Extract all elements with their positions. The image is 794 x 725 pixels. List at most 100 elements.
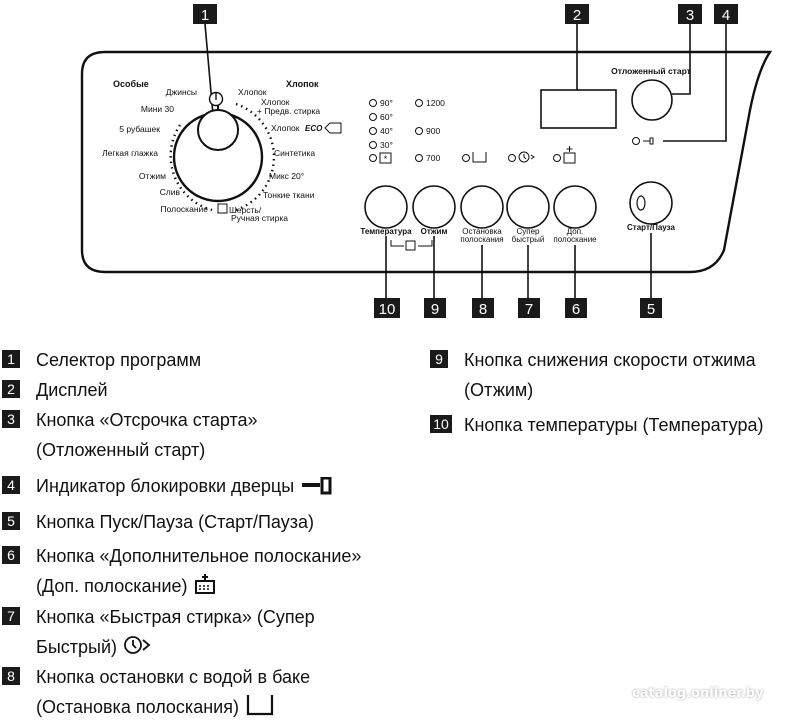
super-quick-label-2: быстрый: [512, 235, 545, 244]
program-rinse: Полоскание: [161, 204, 209, 214]
legend-num: 2: [2, 380, 20, 398]
rinse-hold-label-2: полоскания: [460, 235, 503, 244]
legend-line: Кнопка снижения скорости отжима: [464, 350, 756, 370]
rinse-hold-led: [462, 154, 470, 162]
legend-num: 5: [2, 512, 20, 530]
legend-text: Дисплей: [36, 380, 108, 400]
super-quick-label-1: Супер: [516, 227, 540, 236]
delay-start-label: Отложенный старт: [611, 66, 691, 76]
legend-item-6: 6 Кнопка «Дополнительное полоскание»(Доп.…: [2, 541, 361, 604]
legend-line: Кнопка остановки с водой в баке: [36, 667, 311, 687]
legend-item-4: 4 Индикатор блокировки дверцы: [2, 471, 334, 504]
legend-text: Кнопка «Дополнительное полоскание»(Доп. …: [36, 541, 361, 604]
temp-40: 40°: [380, 126, 393, 136]
control-panel-diagram: 1 2 3 4 Особые Хлопок Джинсы Мини 30 5 р…: [80, 4, 773, 318]
callout-1: 1: [201, 7, 209, 24]
spin-button-label: Отжим: [421, 227, 448, 236]
callout-4: 4: [722, 7, 730, 24]
rinse-hold-button[interactable]: [460, 185, 504, 229]
legend-text: Кнопка температуры (Температура): [464, 415, 764, 435]
legend-text: Индикатор блокировки дверцы: [36, 471, 334, 504]
temperature-button[interactable]: [364, 185, 408, 229]
door-lock-panel-icon: [643, 137, 654, 145]
callout-7: 7: [525, 301, 533, 318]
legend-line: Кнопка «Быстрая стирка» (Супер: [36, 607, 315, 627]
legend-item-2: 2 Дисплей: [2, 375, 108, 405]
door-lock-icon: [300, 474, 334, 504]
callout-7-box: [518, 298, 540, 318]
super-quick-button[interactable]: [506, 185, 550, 229]
callout-2: 2: [573, 7, 581, 24]
hand-wash-icon: [217, 203, 228, 214]
program-drain: Слив: [160, 187, 181, 197]
rinse-hold-indicator-icon: [472, 152, 487, 163]
program-jeans: Джинсы: [166, 87, 197, 97]
spin-900-led: [415, 127, 423, 135]
program-synthetics: Синтетика: [274, 148, 315, 158]
program-easy-iron: Легкая глажка: [102, 148, 158, 158]
callout-8-box: [472, 298, 494, 318]
callout-5-box: [640, 298, 662, 318]
callout-9-box: [424, 298, 446, 318]
spin-button[interactable]: [412, 185, 456, 229]
start-pause-lamp: [636, 195, 646, 211]
start-pause-button[interactable]: [629, 181, 673, 225]
spin-1200-led: [415, 99, 423, 107]
callout-3: 3: [686, 7, 694, 24]
legend-line: Индикатор блокировки дверцы: [36, 476, 295, 496]
child-lock-bracket: [390, 240, 433, 247]
rinse-hold-label-1: Остановка: [462, 227, 502, 236]
legend-text: Кнопка «Отсрочка старта»(Отложенный стар…: [36, 405, 258, 465]
program-delicates: Тонкие ткани: [263, 190, 315, 200]
legend-line: Быстрый): [36, 637, 117, 657]
extra-rinse-icon: [194, 573, 216, 604]
quick-wash-indicator-icon: [518, 151, 530, 163]
child-lock-icon: [405, 240, 416, 251]
legend-num: 1: [2, 350, 20, 368]
program-mix20: Микс 20°: [269, 171, 304, 181]
temp-60-led: [369, 113, 377, 121]
callout-2-box: [565, 4, 589, 24]
legend-line: (Отложенный старт): [36, 440, 206, 460]
program-shirts: 5 рубашек: [119, 124, 160, 134]
program-selector-knob[interactable]: [197, 109, 239, 151]
extra-rinse-label-2: полоскание: [553, 235, 597, 244]
panel-outline: [80, 50, 773, 274]
legend-text: Кнопка снижения скорости отжима(Отжим): [464, 345, 756, 405]
callout-4-box: [714, 4, 738, 24]
temp-90: 90°: [380, 98, 393, 108]
door-lock-led: [632, 137, 640, 145]
extra-rinse-button[interactable]: [553, 185, 597, 229]
extra-rinse-indicator-icon: [563, 152, 576, 164]
legend-text: Селектор программ: [36, 350, 202, 370]
program-prewash-1: Хлопок: [261, 97, 290, 107]
legend-num: 10: [430, 415, 452, 433]
start-pause-label: Старт/Пауза: [627, 223, 675, 232]
program-prewash-2: + Предв. стирка: [257, 106, 320, 116]
eco-label: ECO: [305, 124, 323, 133]
callout-3-leader: [672, 24, 691, 95]
callout-6: 6: [572, 301, 580, 318]
extra-rinse-led: [553, 154, 561, 162]
delay-start-button[interactable]: [631, 79, 673, 121]
watermark: catalog.onliner.by: [632, 686, 764, 701]
temp-60: 60°: [380, 112, 393, 122]
legend-num: 7: [2, 607, 20, 625]
legend-text: Кнопка Пуск/Пауза (Старт/Пауза): [36, 512, 314, 532]
eco-arrow-icon: [324, 122, 342, 134]
temp-90-led: [369, 99, 377, 107]
legend-num: 9: [430, 350, 448, 368]
legend-num: 4: [2, 476, 20, 494]
callout-6-box: [565, 298, 587, 318]
program-cotton-eco: Хлопок: [271, 123, 300, 133]
extra-rinse-label-1: Доп.: [567, 227, 584, 236]
legend-text: Кнопка остановки с водой в баке(Остановк…: [36, 662, 310, 725]
legend-num: 6: [2, 546, 20, 564]
callout-10: 10: [379, 301, 396, 318]
display: [540, 89, 617, 129]
callout-1-box: [193, 4, 217, 24]
quick-wash-icon: [123, 634, 153, 665]
